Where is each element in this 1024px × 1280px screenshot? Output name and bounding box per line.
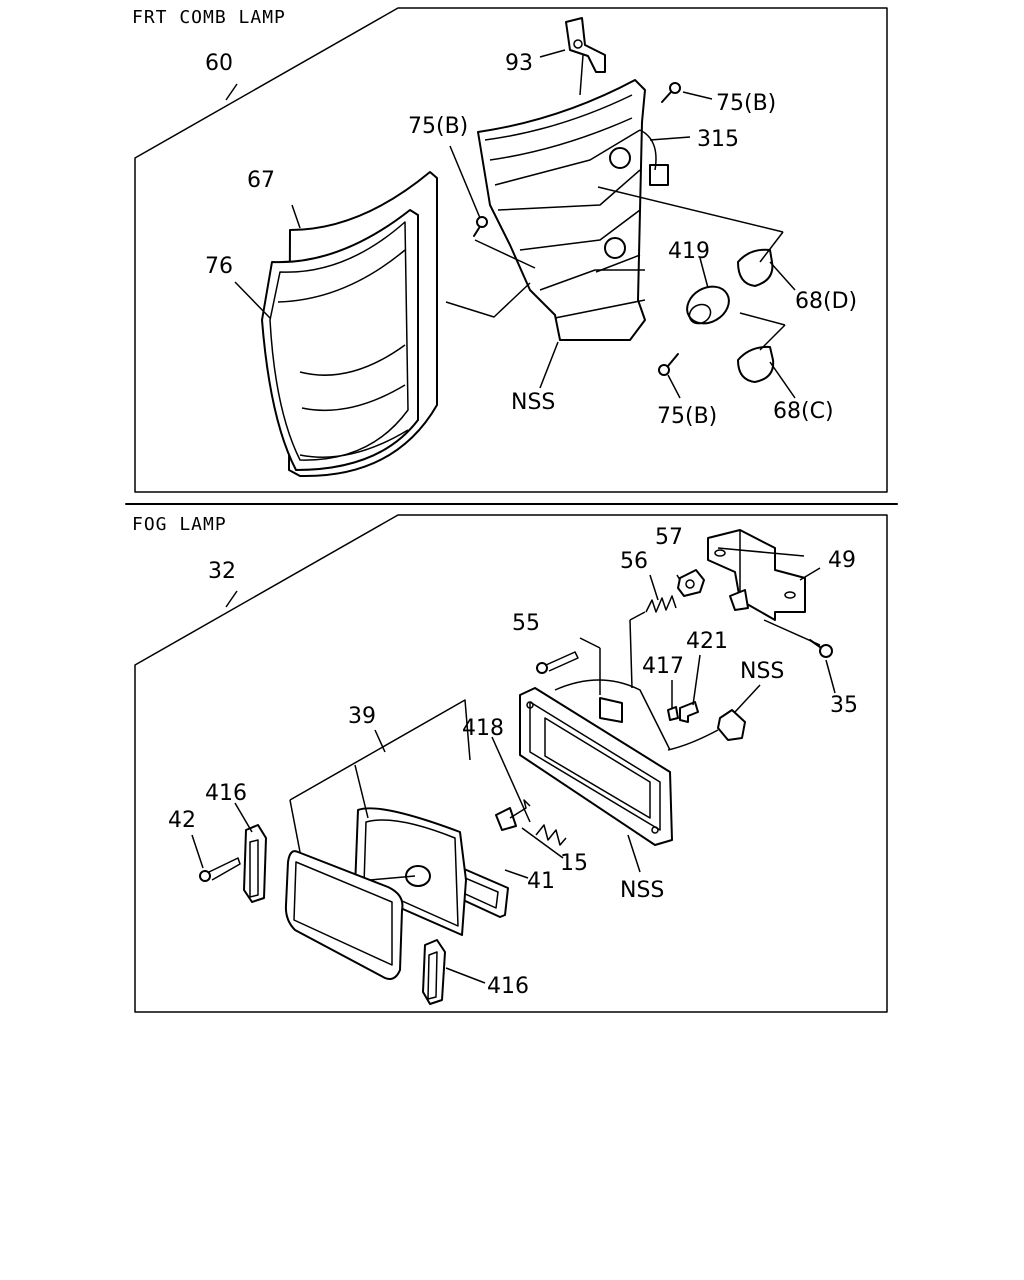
nut-57 — [677, 569, 705, 597]
fog-leader-lines — [191, 547, 836, 984]
label-315: 315 — [697, 127, 739, 152]
fog-lamp-frame — [134, 514, 888, 1013]
bulb-68c — [737, 345, 775, 383]
label-75b-bottom: 75(B) — [657, 404, 717, 429]
label-416-bottom: 416 — [487, 974, 529, 999]
bulb-419 — [686, 285, 730, 325]
bolt-42 — [199, 857, 241, 882]
side-marker-top — [243, 824, 267, 903]
label-nss-right: NSS — [740, 659, 784, 684]
label-421: 421 — [686, 629, 728, 654]
bulb-68d — [737, 248, 774, 287]
wire-418 — [535, 824, 567, 846]
bracket-part — [565, 17, 606, 73]
lamp-lens — [261, 171, 438, 478]
screw-bottom — [658, 353, 679, 376]
label-42: 42 — [168, 808, 196, 833]
label-nss: NSS — [511, 390, 555, 415]
lamp-housing — [477, 79, 669, 341]
clip-421 — [679, 701, 699, 723]
label-32: 32 — [208, 559, 236, 584]
label-75b-top: 75(B) — [716, 91, 776, 116]
label-55: 55 — [512, 611, 540, 636]
screw-left — [473, 216, 488, 237]
pin-417 — [667, 706, 679, 721]
spring-56 — [629, 595, 677, 621]
label-418: 418 — [462, 716, 504, 741]
mounting-bracket — [707, 529, 806, 621]
leader-32 — [225, 590, 238, 608]
side-marker-bottom — [422, 939, 446, 1005]
label-93: 93 — [505, 51, 533, 76]
bulb-15 — [495, 799, 531, 831]
label-68d: 68(D) — [795, 289, 857, 314]
fog-lamp-title: FOG LAMP — [132, 514, 227, 535]
reflector-39 — [354, 807, 467, 936]
fog-lamp-housing — [519, 679, 673, 846]
bolt-55 — [536, 651, 579, 674]
label-417: 417 — [642, 654, 684, 679]
label-419: 419 — [668, 239, 710, 264]
connector-nss — [667, 709, 746, 751]
fog-lamp-section: FOG LAMP — [132, 514, 888, 1013]
label-67: 67 — [247, 168, 275, 193]
combination-lamp-section: FRT COMB LAMP — [132, 7, 888, 493]
label-76: 76 — [205, 254, 233, 279]
label-416-top: 416 — [205, 781, 247, 806]
label-60: 60 — [205, 51, 233, 76]
label-56: 56 — [620, 549, 648, 574]
leader-60 — [225, 83, 238, 101]
fog-lens — [284, 850, 404, 980]
label-57: 57 — [655, 525, 683, 550]
label-49: 49 — [828, 548, 856, 573]
combination-lamp-title: FRT COMB LAMP — [132, 7, 286, 28]
label-75b-left: 75(B) — [408, 114, 468, 139]
screw-top — [661, 82, 681, 103]
combination-lamp-frame — [134, 7, 888, 493]
label-41: 41 — [527, 869, 555, 894]
label-15: 15 — [560, 851, 588, 876]
label-nss-bottom: NSS — [620, 878, 664, 903]
label-39: 39 — [348, 704, 376, 729]
label-35: 35 — [830, 693, 858, 718]
comb-leader-lines — [234, 49, 796, 399]
label-68c: 68(C) — [773, 399, 834, 424]
